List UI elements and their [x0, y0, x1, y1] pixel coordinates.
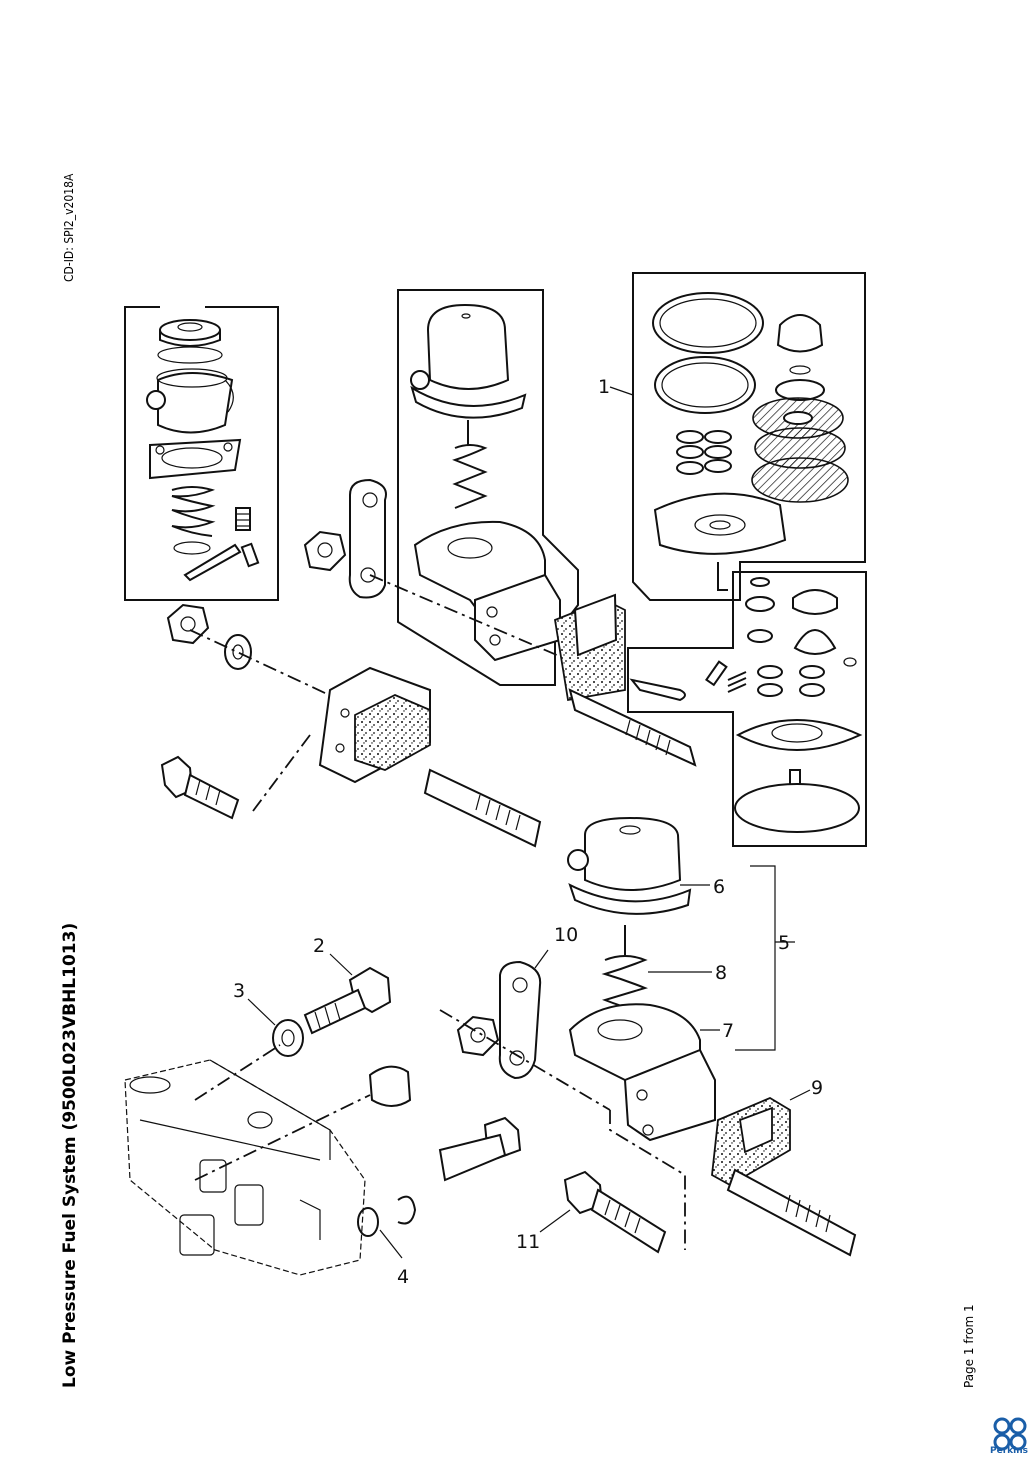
callout-labels: 1 2 3 4 5 6 7 8 9 10 11 [233, 376, 823, 1288]
exploded-box-left [124, 306, 279, 601]
exploded-box-right-top [632, 272, 866, 601]
callout-4: 4 [397, 1266, 409, 1288]
leader-lines [247, 386, 811, 1259]
engine-block-parts [124, 966, 417, 1276]
lower-pump-assembly [438, 816, 857, 1257]
callout-10: 10 [554, 924, 578, 946]
callout-3: 3 [233, 980, 245, 1002]
callout-8: 8 [715, 962, 727, 984]
callout-9: 9 [811, 1077, 823, 1099]
logo-text: Perkins [990, 1446, 1028, 1456]
callout-6: 6 [713, 876, 725, 898]
callout-2: 2 [313, 935, 325, 957]
upper-mounting-parts [160, 478, 697, 848]
callout-5: 5 [778, 932, 790, 954]
exploded-box-right-bottom [627, 571, 867, 847]
perkins-logo-icon [993, 1417, 1027, 1451]
exploded-box-middle [397, 289, 579, 686]
callout-11: 11 [516, 1231, 540, 1253]
callout-1: 1 [598, 376, 610, 398]
callout-7: 7 [722, 1020, 734, 1042]
